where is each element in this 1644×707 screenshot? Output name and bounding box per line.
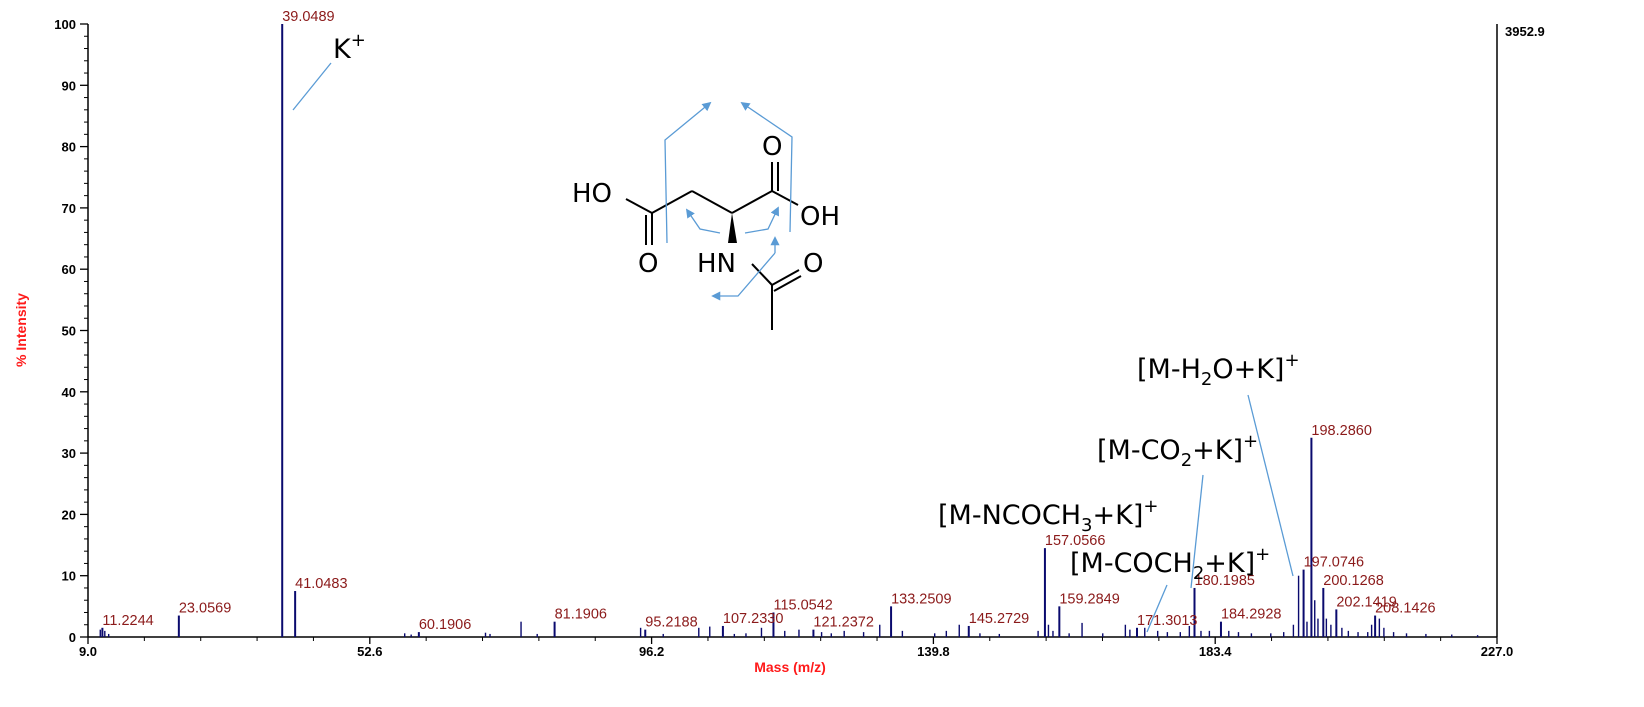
atom-o-top: O — [762, 132, 782, 162]
atom-hn: HN — [697, 249, 736, 279]
y-tick-label: 30 — [62, 446, 76, 461]
m-co2-leader — [1190, 474, 1204, 589]
peak-label-133.2509: 133.2509 — [891, 591, 951, 607]
x-axis-title: Mass (m/z) — [754, 659, 826, 675]
ion-annotations: K+ [M-NCOCH3+K]+ [M-CO2+K]+ [M-H2O+K]+ [… — [333, 30, 1300, 584]
y-tick-label: 20 — [62, 507, 76, 522]
y-axis-ticks: 0 10 20 30 40 50 60 70 80 90 100 — [54, 17, 88, 645]
peak-label-198.2860: 198.2860 — [1311, 423, 1371, 439]
atom-oh: OH — [800, 202, 840, 232]
wedge-bond — [728, 213, 737, 243]
x-tick-label: 96.2 — [639, 644, 664, 659]
y-tick-label: 70 — [62, 201, 76, 216]
atom-ho: HO — [572, 179, 612, 209]
peak-label-23.0569: 23.0569 — [179, 601, 231, 617]
frag-arrow-left — [664, 101, 712, 244]
peak-label-107.2330: 107.2330 — [723, 611, 783, 627]
y-tick-label: 80 — [62, 140, 76, 155]
y-tick-label: 0 — [69, 630, 76, 645]
peak-label-11.2244: 11.2244 — [102, 613, 153, 629]
peak-labels: 11.2244 23.0569 39.0489 41.0483 60.1906 81.19… — [102, 9, 1435, 633]
max-intensity-label: 3952.9 — [1505, 24, 1545, 39]
x-tick-label: 52.6 — [357, 644, 382, 659]
y-tick-label: 40 — [62, 385, 76, 400]
peak-label-208.1426: 208.1426 — [1375, 601, 1435, 617]
frag-arrow-mid-left — [685, 208, 721, 234]
x-tick-label: 227.0 — [1481, 644, 1514, 659]
annotation-k-plus: K+ — [333, 30, 366, 65]
m-h2o-leader — [1247, 394, 1294, 577]
peak-label-180.1985: 180.1985 — [1195, 573, 1255, 589]
frag-arrow-right — [740, 101, 793, 233]
peak-label-39.0489: 39.0489 — [282, 9, 334, 25]
frag-arrow-nitrogen — [711, 252, 776, 301]
annotation-m-coch2-k: [M-COCH2+K]+ — [1070, 544, 1270, 584]
k-plus-leader — [292, 62, 332, 111]
annotation-lines — [292, 62, 1294, 633]
peak-label-184.2928: 184.2928 — [1221, 607, 1281, 623]
y-axis-title: % Intensity — [13, 293, 29, 367]
molecule-structure: HO O OH O HN O — [572, 101, 840, 330]
frag-arrow-mid-right — [744, 206, 779, 234]
peak-label-202.1419: 202.1419 — [1336, 594, 1396, 610]
fragmentation-arrows — [664, 101, 793, 301]
y-tick-label: 100 — [54, 17, 76, 32]
peak-label-41.0483: 41.0483 — [295, 576, 347, 592]
atom-o-right: O — [803, 249, 823, 279]
labeled-peaks — [101, 24, 1377, 637]
molecule-bonds — [625, 162, 802, 330]
y-tick-label: 10 — [62, 569, 76, 584]
annotation-m-h2o-k: [M-H2O+K]+ — [1137, 350, 1300, 390]
peak-label-200.1268: 200.1268 — [1323, 573, 1383, 589]
annotation-m-ncoch3-k: [M-NCOCH3+K]+ — [938, 496, 1158, 536]
x-tick-label: 183.4 — [1199, 644, 1232, 659]
peak-label-197.0746: 197.0746 — [1304, 555, 1364, 571]
peak-label-115.0542: 115.0542 — [773, 597, 832, 613]
y-tick-label: 60 — [62, 262, 76, 277]
x-axis-ticks: 9.0 52.6 96.2 139.8 183.4 227.0 — [79, 637, 1513, 659]
peak-label-159.2849: 159.2849 — [1059, 591, 1119, 607]
peak-label-171.3013: 171.3013 — [1137, 613, 1197, 629]
peak-label-60.1906: 60.1906 — [419, 617, 471, 633]
x-tick-label: 9.0 — [79, 644, 97, 659]
atom-o-left: O — [638, 249, 658, 279]
peak-label-95.2188: 95.2188 — [645, 615, 697, 631]
peak-label-81.1906: 81.1906 — [555, 607, 607, 623]
y-tick-label: 90 — [62, 78, 76, 93]
peak-label-157.0566: 157.0566 — [1045, 533, 1105, 549]
y-tick-label: 50 — [62, 324, 76, 339]
peak-label-145.2729: 145.2729 — [969, 611, 1029, 627]
annotation-m-co2-k: [M-CO2+K]+ — [1097, 431, 1258, 471]
m-coch2-leader — [1146, 584, 1168, 633]
peak-label-121.2372: 121.2372 — [813, 615, 873, 631]
minor-peaks — [99, 575, 1479, 637]
x-tick-label: 139.8 — [917, 644, 950, 659]
